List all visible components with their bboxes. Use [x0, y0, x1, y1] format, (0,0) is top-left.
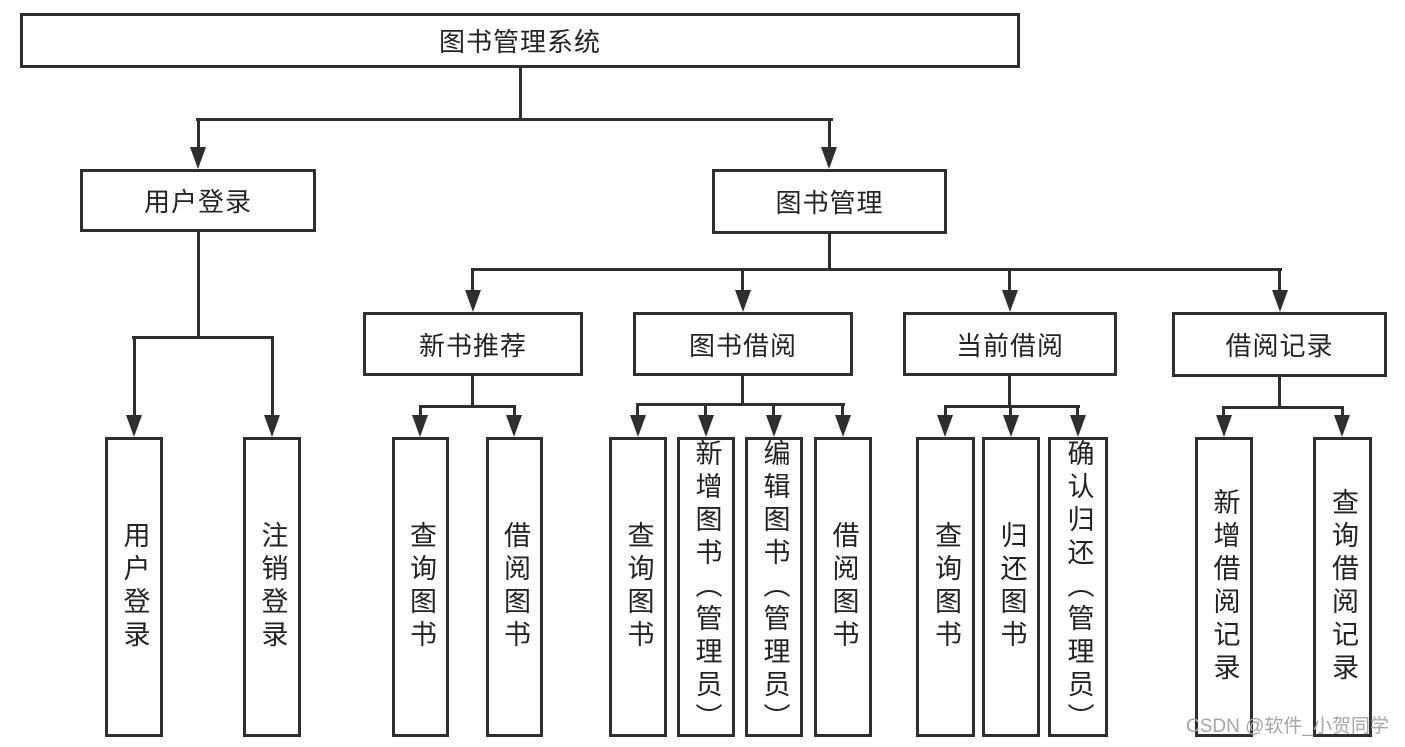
- arrowhead-down-icon: [937, 415, 953, 437]
- connector-stem: [1008, 268, 1011, 292]
- arrowhead-down-icon: [465, 290, 481, 312]
- arrowhead-down-icon: [698, 415, 714, 437]
- arrowhead-down-icon: [190, 147, 206, 169]
- arrowhead-down-icon: [126, 415, 142, 437]
- node-user-login: 用户登录: [80, 169, 316, 232]
- node-label: 当前借阅: [955, 330, 1064, 361]
- leaf-query-books-borrowing: 查询图书: [609, 437, 667, 737]
- connector-stem: [841, 403, 844, 417]
- leaf-confirm-return-admin: 确认归还（管理员）: [1048, 437, 1108, 737]
- arrowhead-down-icon: [766, 415, 782, 437]
- arrowhead-down-icon: [1272, 290, 1288, 312]
- node-label: 用户登录: [119, 521, 150, 653]
- leaf-add-borrow-record: 新增借阅记录: [1195, 437, 1253, 737]
- arrowhead-down-icon: [1003, 415, 1019, 437]
- connector-stem: [1076, 405, 1079, 417]
- leaf-logout-login: 注销登录: [243, 437, 301, 737]
- connector-user-login-branch: [132, 336, 274, 339]
- node-label: 注销登录: [257, 521, 288, 653]
- node-book-borrowing: 图书借阅: [633, 312, 853, 376]
- arrowhead-down-icon: [1002, 290, 1018, 312]
- node-label: 查询图书: [623, 521, 654, 653]
- leaf-borrow-books-recommend: 借阅图书: [486, 437, 543, 737]
- connector-stem: [1278, 268, 1281, 292]
- connector-stem: [419, 405, 422, 417]
- node-label: 借阅图书: [500, 521, 530, 653]
- node-label: 用户登录: [143, 187, 252, 217]
- connector-stem: [636, 403, 639, 417]
- connector-book-mgmt-branch: [471, 268, 1282, 271]
- node-label: 编辑图书（管理员）: [759, 438, 790, 736]
- connector-records-branch: [1222, 406, 1344, 409]
- connector-current-trunk: [1008, 376, 1011, 408]
- leaf-query-books-recommend: 查询图书: [392, 437, 449, 737]
- node-borrowing-records: 借阅记录: [1172, 312, 1387, 377]
- arrowhead-down-icon: [1070, 415, 1086, 437]
- connector-borrowing-trunk: [741, 376, 744, 406]
- node-label: 借阅记录: [1225, 331, 1334, 361]
- connector-stem: [271, 336, 274, 417]
- arrowhead-down-icon: [630, 415, 646, 437]
- node-label: 确认归还（管理员）: [1063, 438, 1094, 736]
- node-label: 归还图书: [996, 521, 1027, 653]
- leaf-query-borrow-record: 查询借阅记录: [1313, 437, 1372, 737]
- node-current-borrowing: 当前借阅: [903, 312, 1117, 376]
- node-library-management-system: 图书管理系统: [20, 13, 1020, 68]
- connector-root-trunk: [519, 68, 522, 121]
- node-label: 查询图书: [931, 521, 961, 653]
- leaf-borrow-books-borrowing: 借阅图书: [814, 437, 872, 737]
- connector-stem: [133, 336, 136, 417]
- watermark-text: CSDN @软件_小贺同学: [1186, 716, 1389, 737]
- leaf-user-login: 用户登录: [105, 437, 163, 737]
- connector-stem: [772, 403, 775, 417]
- connector-stem: [197, 118, 200, 149]
- connector-borrowing-branch: [636, 403, 845, 406]
- connector-stem: [1222, 406, 1225, 417]
- node-label: 图书管理系统: [438, 27, 601, 57]
- leaf-add-books-admin: 新增图书（管理员）: [677, 437, 735, 737]
- node-book-management: 图书管理: [712, 169, 947, 234]
- connector-stem: [471, 268, 474, 292]
- node-label: 新增图书（管理员）: [691, 438, 722, 736]
- connector-stem: [828, 118, 831, 149]
- node-label: 查询图书: [406, 521, 436, 653]
- arrowhead-down-icon: [412, 415, 428, 437]
- connector-newbook-trunk: [471, 376, 474, 408]
- connector-user-login-trunk: [197, 232, 200, 339]
- connector-root-branch: [196, 118, 833, 121]
- connector-newbook-branch: [419, 405, 516, 408]
- node-label: 图书借阅: [688, 330, 797, 361]
- arrowhead-down-icon: [264, 415, 280, 437]
- connector-stem: [1341, 406, 1344, 417]
- connector-records-trunk: [1278, 377, 1281, 409]
- connector-book-mgmt-trunk: [828, 234, 831, 271]
- arrowhead-down-icon: [821, 147, 837, 169]
- arrowhead-down-icon: [1216, 415, 1232, 437]
- connector-stem: [1009, 405, 1012, 417]
- arrowhead-down-icon: [735, 290, 751, 312]
- connector-stem: [944, 405, 947, 417]
- node-new-book-recommendation: 新书推荐: [363, 312, 583, 376]
- node-label: 新书推荐: [418, 330, 527, 361]
- node-label: 新增借阅记录: [1209, 488, 1240, 686]
- connector-stem: [513, 405, 516, 417]
- leaf-return-books: 归还图书: [982, 437, 1040, 737]
- arrowhead-down-icon: [506, 415, 522, 437]
- leaf-query-books-current: 查询图书: [916, 437, 975, 737]
- leaf-edit-books-admin: 编辑图书（管理员）: [745, 437, 803, 737]
- node-label: 查询借阅记录: [1328, 488, 1358, 686]
- connector-current-branch: [944, 405, 1080, 408]
- node-label: 图书管理: [775, 188, 884, 218]
- connector-stem: [741, 268, 744, 292]
- arrowhead-down-icon: [835, 415, 851, 437]
- connector-stem: [704, 403, 707, 417]
- node-label: 借阅图书: [828, 521, 859, 653]
- arrowhead-down-icon: [1334, 415, 1350, 437]
